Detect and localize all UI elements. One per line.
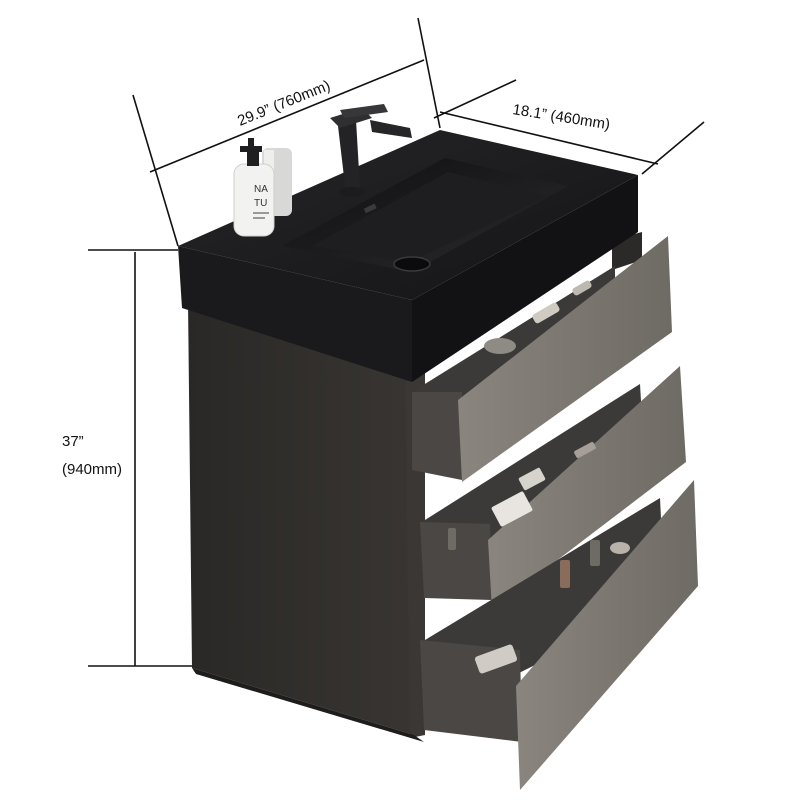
cabinet-side-panel bbox=[188, 300, 414, 735]
drawer-middle-item bbox=[574, 442, 596, 458]
depth-dimension-line bbox=[439, 111, 659, 165]
drawer-middle-side bbox=[420, 522, 492, 600]
width-dimension-line bbox=[149, 59, 425, 173]
drawer-middle-item bbox=[491, 491, 533, 527]
width-extension-right bbox=[417, 17, 441, 129]
dimension-lines bbox=[88, 17, 705, 667]
sink-basin-inner bbox=[312, 172, 548, 262]
bottle-label-line1: NA bbox=[254, 184, 268, 195]
faucet-icon bbox=[330, 104, 412, 197]
overflow-slot bbox=[363, 203, 377, 214]
height-dimension-label-line2: (940mm) bbox=[62, 461, 122, 478]
drawer-middle[interactable] bbox=[420, 366, 686, 610]
width-extension-left bbox=[132, 94, 179, 247]
soap-bottle-icon: NA TU bbox=[233, 138, 292, 237]
drawer-bottom-item bbox=[474, 644, 518, 674]
bottle-label-line2: TU bbox=[254, 198, 267, 209]
drawer-top-side bbox=[412, 392, 462, 480]
drain-icon bbox=[393, 256, 431, 272]
drawer-top[interactable] bbox=[412, 236, 672, 482]
depth-extension-left bbox=[433, 79, 517, 119]
drawer-middle-item bbox=[518, 467, 546, 491]
depth-dimension-label: 18.1” (460mm) bbox=[511, 101, 611, 133]
floor-edge bbox=[192, 668, 424, 742]
drawer-middle-item bbox=[448, 528, 456, 550]
countertop-right-face bbox=[412, 175, 638, 382]
drawer-top-front[interactable] bbox=[458, 236, 672, 482]
drawer-top-item bbox=[484, 338, 516, 354]
countertop-front-face bbox=[178, 246, 412, 382]
drawer-bottom[interactable] bbox=[420, 480, 698, 790]
drawer-top-item bbox=[572, 280, 592, 296]
drawer-bottom-front[interactable] bbox=[516, 480, 698, 790]
drawer-bottom-item bbox=[560, 560, 570, 588]
drawer-bottom-item bbox=[590, 540, 600, 566]
drawer-bottom-item bbox=[610, 542, 630, 554]
height-dimension-label-line1: 37” bbox=[62, 433, 84, 450]
drawer-top-item bbox=[532, 302, 560, 324]
depth-extension-right bbox=[641, 121, 705, 175]
drawer-middle-front[interactable] bbox=[488, 366, 686, 610]
countertop bbox=[178, 130, 638, 382]
